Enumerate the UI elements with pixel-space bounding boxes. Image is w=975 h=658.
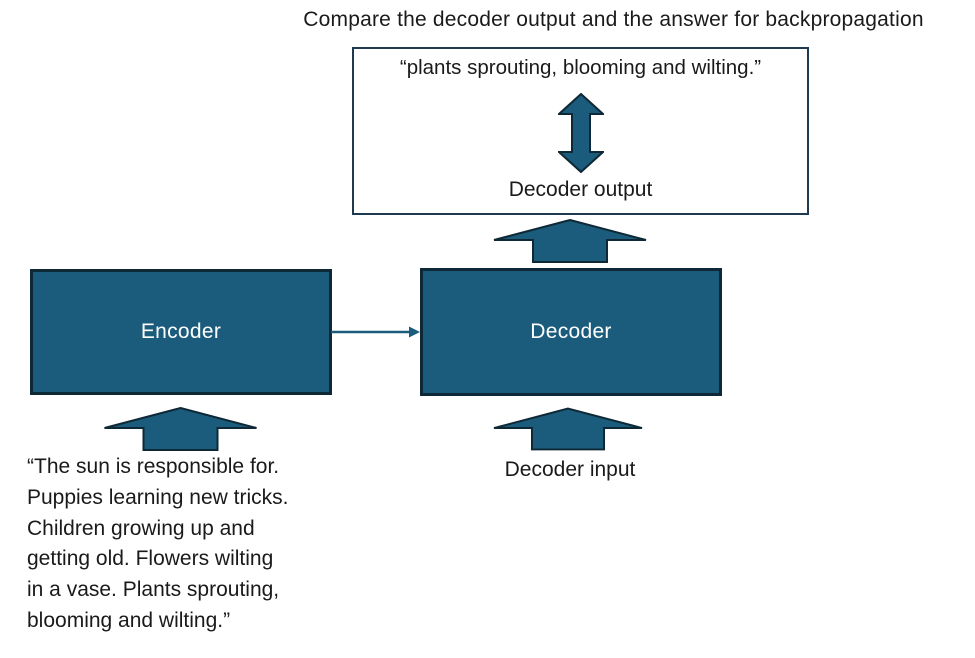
encoder-label: Encoder — [140, 320, 222, 343]
arrow-input-to-decoder-icon — [493, 407, 643, 451]
arrow-decoder-to-output-icon — [493, 219, 647, 263]
comparison-box: “plants sprouting, blooming and wilting.… — [352, 47, 809, 215]
decoder-box: Decoder — [420, 268, 722, 396]
decoder-output-label: Decoder output — [508, 178, 653, 201]
encoder-to-decoder-arrow-icon — [331, 326, 420, 338]
encoder-input-text: “The sun is responsible for. Puppies lea… — [27, 455, 289, 632]
encoder-box: Encoder — [30, 269, 332, 395]
compare-double-arrow-icon — [557, 93, 604, 173]
arrow-input-to-encoder-icon — [104, 407, 257, 451]
answer-text: “plants sprouting, blooming and wilting.… — [399, 56, 762, 79]
decoder-input-label: Decoder input — [504, 458, 636, 481]
decoder-label: Decoder — [530, 320, 612, 343]
diagram-title: Compare the decoder output and the answe… — [303, 8, 924, 31]
